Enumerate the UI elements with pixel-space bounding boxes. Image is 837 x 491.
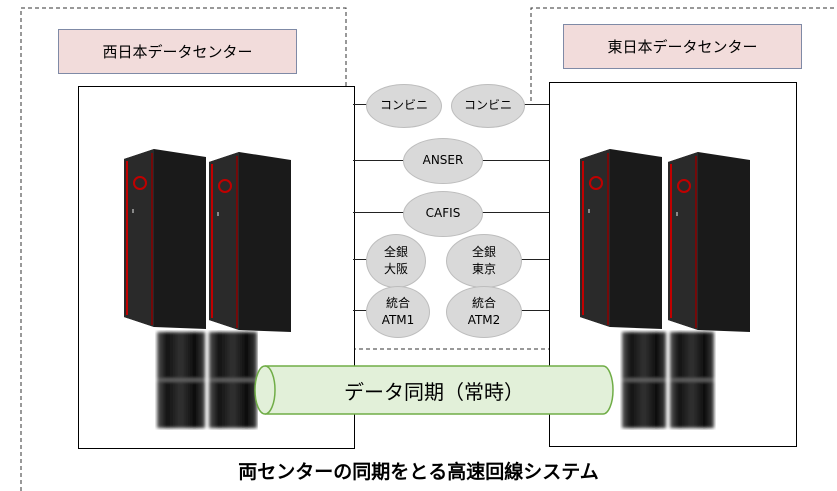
east-center-label-text: 東日本データセンター [607,38,758,56]
network-oval-conveni-east: コンビニ [451,84,525,128]
east-mainframe-rack-2 [668,152,750,332]
network-label: 全銀 東京 [471,244,496,276]
west-dashed-frame [20,7,555,491]
connector-line [353,104,368,105]
east-center-label: 東日本データセンター [563,24,802,69]
network-oval-cafis: CAFIS [403,191,483,237]
west-center-label: 西日本データセンター [58,29,297,74]
connector-line [353,310,368,311]
network-oval-togo-atm1: 統合 ATM1 [366,286,430,338]
network-label: 統合 ATM2 [467,295,501,327]
network-label: CAFIS [425,206,461,221]
west-mainframe-rack-1 [124,149,206,329]
connector-line [521,104,549,105]
east-dashed-frame [530,7,837,101]
east-mainframe-rack-1 [580,149,662,329]
diagram-caption: 両センターの同期をとる高速回線システム [238,461,599,483]
network-label: 全銀 大阪 [383,244,408,276]
west-mainframe-rack-2 [209,152,291,332]
data-sync-label: データ同期（常時） [344,380,524,404]
network-label: 統合 ATM1 [381,295,415,327]
network-oval-anser: ANSER [403,138,483,184]
west-storage-units [157,332,257,428]
east-storage-units [622,332,714,428]
network-label: ANSER [422,153,464,168]
connector-line [521,259,549,260]
west-center-label-text: 西日本データセンター [102,43,253,61]
network-oval-zengin-tokyo: 全銀 東京 [446,234,522,288]
connector-line [353,259,368,260]
data-sync-pipe [254,365,614,415]
network-label: コンビニ [379,98,428,113]
network-oval-conveni-west: コンビニ [366,84,442,128]
network-oval-zengin-osaka: 全銀 大阪 [366,234,426,288]
connector-line [521,310,549,311]
network-label: コンビニ [463,98,512,113]
network-oval-togo-atm2: 統合 ATM2 [446,286,522,338]
